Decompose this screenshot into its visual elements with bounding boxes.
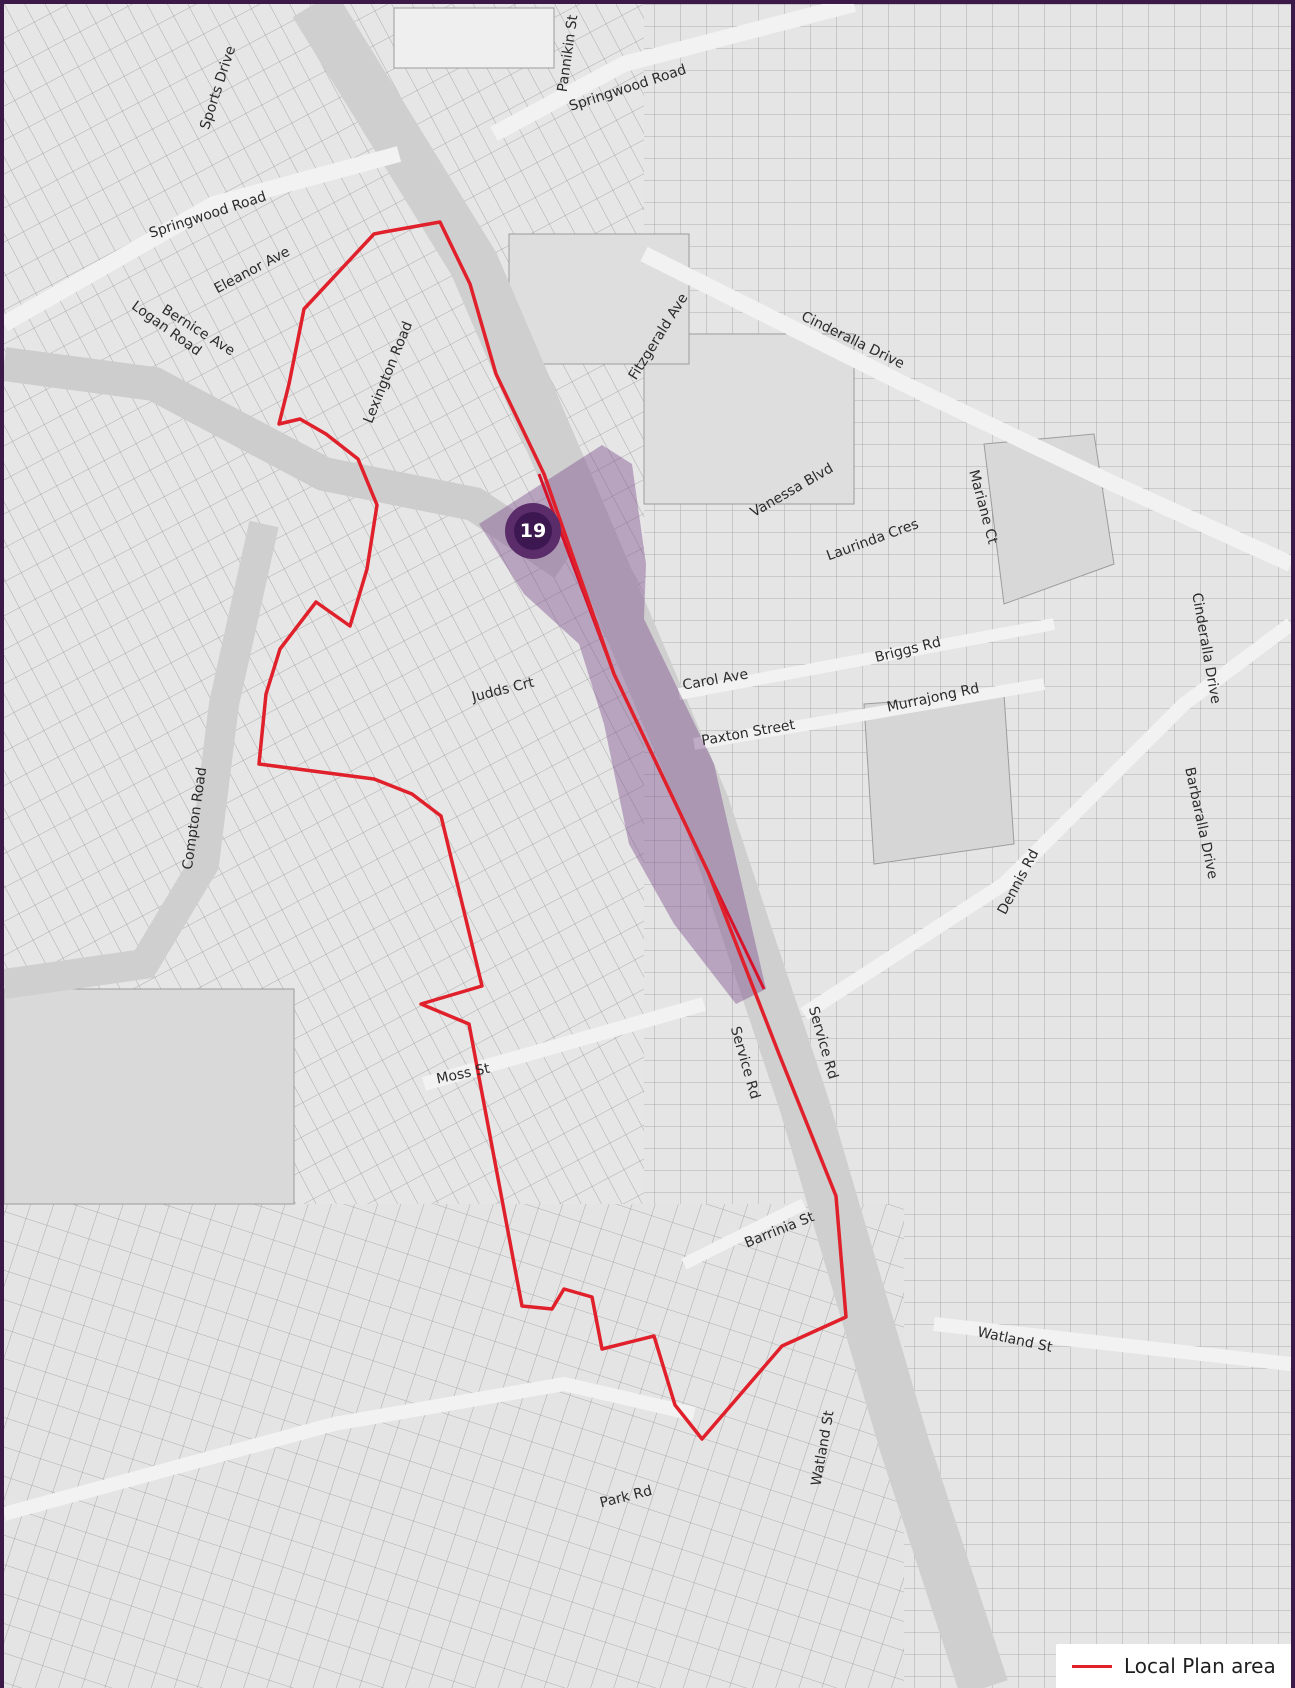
map-marker-19[interactable]: 19 bbox=[505, 503, 561, 559]
paxton-street bbox=[692, 678, 1046, 750]
marker-number: 19 bbox=[514, 512, 552, 550]
moss-st bbox=[422, 997, 706, 1091]
logan-road bbox=[4, 347, 574, 579]
parcel-grid-south bbox=[4, 1204, 904, 1688]
park-east bbox=[863, 693, 1015, 865]
cinderalla-drive bbox=[640, 246, 1291, 572]
dennis-rd bbox=[800, 618, 1291, 1020]
watland-st bbox=[933, 1317, 1291, 1371]
legend-line-swatch bbox=[1072, 1664, 1112, 1668]
legend-label: Local Plan area bbox=[1124, 1654, 1276, 1678]
park-rd bbox=[4, 1376, 696, 1521]
legend: Local Plan area bbox=[1056, 1644, 1291, 1688]
local-plan-boundary bbox=[257, 220, 848, 1441]
springwood-road-west bbox=[4, 146, 402, 331]
springwood-road-east bbox=[490, 4, 857, 142]
top-building bbox=[393, 7, 555, 69]
barrinia-st bbox=[681, 1198, 807, 1270]
open-space-west bbox=[4, 988, 295, 1205]
carol-ave bbox=[677, 618, 1056, 700]
motorway bbox=[292, 4, 1008, 1688]
project-area-19 bbox=[479, 445, 766, 1004]
compton-road bbox=[4, 520, 279, 999]
